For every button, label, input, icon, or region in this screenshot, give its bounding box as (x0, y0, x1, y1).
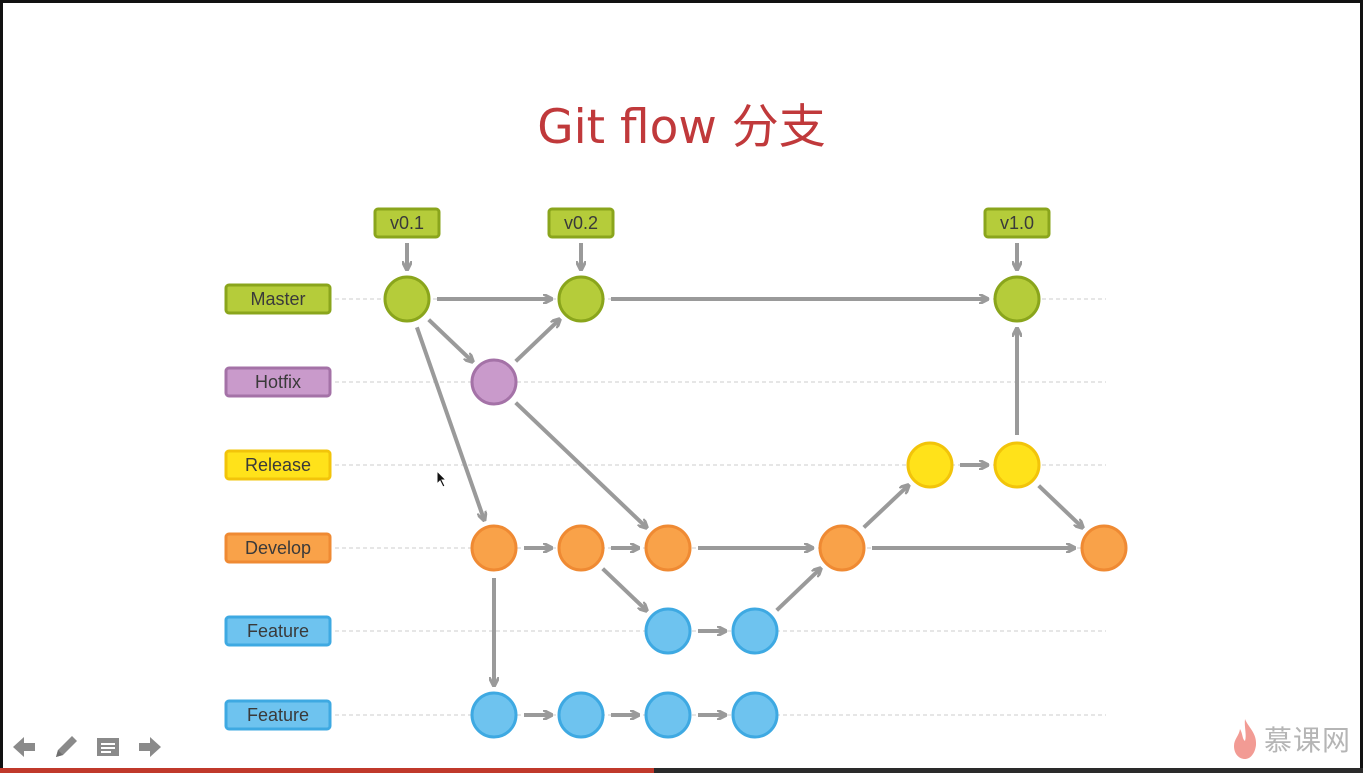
next-arrow-icon[interactable] (134, 731, 166, 763)
commit-node-m3 (993, 275, 1041, 323)
edge-d2-fa1 (601, 567, 647, 611)
lane-lines (335, 298, 1106, 716)
edge-fa2-d4 (775, 569, 821, 612)
commit-node-h1 (470, 358, 518, 406)
version-tag-box (373, 207, 441, 239)
edge-r2-d5 (1037, 484, 1083, 528)
lane-label-release: Release (224, 449, 332, 481)
version-tag: v0.1 (373, 207, 441, 269)
edge-m1-h1 (427, 318, 473, 362)
lane-label-box (224, 366, 332, 398)
flame-logo-icon (1233, 719, 1257, 759)
watermark: 慕课网 (1230, 714, 1351, 764)
commit-node-fa1 (644, 607, 692, 655)
commit-node-m1 (383, 275, 431, 323)
commit-node-d1 (470, 524, 518, 572)
pencil-icon[interactable] (50, 731, 82, 763)
watermark-text: 慕课网 (1263, 724, 1351, 757)
commit-node-fb4 (731, 691, 779, 739)
prev-arrow-icon[interactable] (8, 731, 40, 763)
version-tag-box (983, 207, 1051, 239)
notes-icon[interactable] (92, 731, 124, 763)
progress-bar (0, 768, 1363, 773)
commit-node-d4 (818, 524, 866, 572)
lane-label-feature1: Feature (224, 615, 332, 647)
commit-node-r1 (906, 441, 954, 489)
lane-label-master: Master (224, 283, 332, 315)
lane-label-box (224, 699, 332, 731)
commit-node-fb2 (557, 691, 605, 739)
edge-h1-d3 (514, 401, 647, 528)
edge-m1-d1 (415, 326, 484, 519)
slide-toolbar (8, 730, 166, 764)
commit-node-d5 (1080, 524, 1128, 572)
commit-node-r2 (993, 441, 1041, 489)
commit-node-m2 (557, 275, 605, 323)
progress-fill (0, 768, 655, 773)
lane-label-text: Hotfix (255, 372, 301, 392)
lane-label-text: Develop (245, 538, 311, 558)
commit-node-d3 (644, 524, 692, 572)
lane-label-text: Feature (247, 621, 309, 641)
lane-label-hotfix: Hotfix (224, 366, 332, 398)
version-tag-text: v1.0 (1000, 213, 1034, 233)
commit-node-fa2 (731, 607, 779, 655)
lane-label-box (224, 532, 332, 564)
edges (415, 299, 1083, 715)
mouse-cursor-icon (436, 470, 448, 488)
version-tag-text: v0.1 (390, 213, 424, 233)
lane-label-text: Release (245, 455, 311, 475)
lane-label-text: Master (250, 289, 305, 309)
lane-label-text: Feature (247, 705, 309, 725)
version-tag-box (547, 207, 615, 239)
version-tags: v0.1 v0.2 v1.0 (373, 207, 1051, 269)
lane-label-feature2: Feature (224, 699, 332, 731)
version-tag: v1.0 (983, 207, 1051, 269)
commit-node-fb3 (644, 691, 692, 739)
commit-node-fb1 (470, 691, 518, 739)
edge-h1-m2 (514, 320, 560, 363)
version-tag: v0.2 (547, 207, 615, 269)
version-tag-text: v0.2 (564, 213, 598, 233)
lane-label-box (224, 283, 332, 315)
commit-nodes (383, 275, 1128, 739)
slide-title: Git flow 分支 (537, 100, 826, 155)
lane-label-box (224, 449, 332, 481)
lane-label-develop: Develop (224, 532, 332, 564)
commit-node-d2 (557, 524, 605, 572)
edge-d4-r1 (862, 486, 908, 529)
lane-label-box (224, 615, 332, 647)
